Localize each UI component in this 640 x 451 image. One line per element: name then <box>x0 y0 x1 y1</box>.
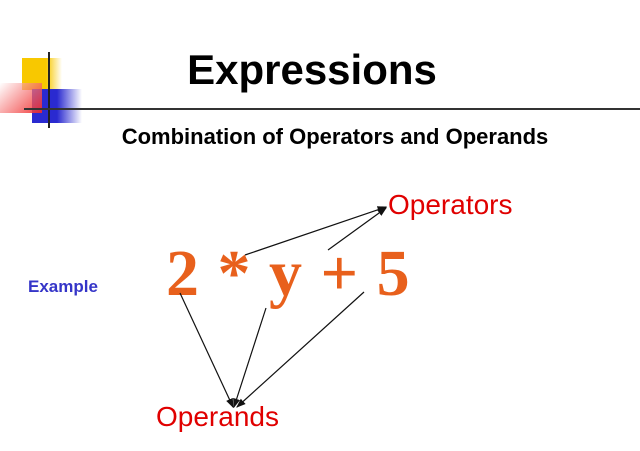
expression: 2 * y + 5 <box>166 237 411 310</box>
operands-label: Operands <box>156 401 279 432</box>
operators-label: Operators <box>388 189 513 220</box>
example-label: Example <box>28 277 98 296</box>
arrow-5-to-operands <box>236 291 365 408</box>
slide-title: Expressions <box>187 46 437 93</box>
arrow-multiply-to-operators <box>244 206 388 256</box>
title-underline <box>24 108 640 110</box>
logo-vertical-line <box>48 52 50 128</box>
arrow-2-to-operands <box>179 292 234 409</box>
arrow-plus-to-operators <box>327 207 387 251</box>
arrow-y-to-operands <box>233 307 267 409</box>
slide-subtitle: Combination of Operators and Operands <box>121 124 549 149</box>
